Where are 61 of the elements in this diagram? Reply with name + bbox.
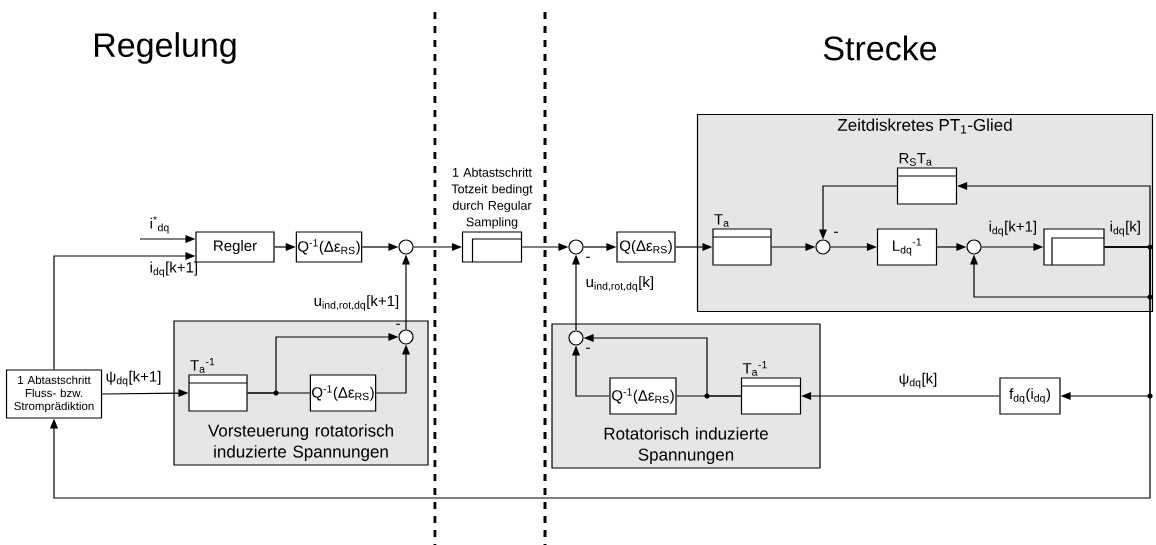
arrow	[801, 392, 1000, 400]
sign-label: -	[586, 256, 590, 258]
arrow	[274, 243, 296, 251]
edge-label: i$_{dq}$[k+1]	[150, 261, 197, 278]
arrow	[521, 243, 569, 251]
summing-circle	[568, 239, 584, 255]
edge-label: ψ$_{dq}$[k]	[899, 372, 937, 389]
edge-label: u$_{ind,rot,dq}$[k]	[586, 276, 653, 292]
arrow	[583, 334, 742, 397]
arrow	[936, 243, 967, 251]
arrow	[101, 389, 189, 397]
delay-block: 1 Abtastschritt Totzeit bedingt durch Regular Sampling	[451, 167, 533, 263]
sign-label: -	[396, 323, 400, 325]
sign-label: -	[834, 231, 838, 233]
block-box: Q(Δε$_{RS}$)	[616, 231, 676, 263]
node-label: T$_{a}$	[714, 214, 729, 227]
summing-circle	[398, 329, 414, 345]
delay-block	[1043, 228, 1105, 266]
arrow	[361, 243, 399, 251]
arrow	[771, 243, 816, 251]
arrow	[402, 254, 410, 330]
node-label: R$_{S}$T$_{a}$	[899, 153, 932, 166]
integrator-block: T$_{a}$	[712, 214, 772, 266]
arrow	[50, 246, 1151, 499]
block-box: Q$^{-1}$(Δε$_{RS}$)	[309, 374, 377, 412]
arrow	[819, 185, 898, 240]
arrow	[375, 344, 410, 394]
integrator-block: T$_{a}$-1	[188, 358, 248, 412]
arrow	[675, 243, 713, 251]
arrow	[572, 345, 610, 397]
block-box: Q$^{-1}$(Δε$_{RS}$)	[609, 377, 677, 415]
arrow	[53, 252, 196, 370]
summing-circle	[398, 239, 414, 255]
edge-label: u$_{ind,rot,dq}$[k+1]	[314, 295, 399, 311]
page-title: Strecke	[823, 35, 937, 61]
node-label: 1 Abtastschritt Totzeit bedingt durch Regular Sampling	[451, 167, 533, 229]
summing-circle	[815, 239, 831, 255]
block-box: f$_{dq}$(i$_{dq}$)	[999, 377, 1061, 415]
integrator-block: R$_{S}$T$_{a}$	[896, 153, 958, 205]
page-title: Regelung	[95, 32, 236, 64]
block-box: Q$^{-1}$(Δε$_{RS}$)	[295, 231, 363, 263]
integrator-block: T$_{a}$-1	[740, 361, 802, 415]
arrow	[981, 243, 1044, 251]
arrow	[572, 254, 580, 331]
edge-label: i$^{*}$dq	[150, 216, 169, 234]
node-label: T$_{a}$-1	[742, 361, 767, 376]
arrow	[139, 235, 196, 243]
process-box: 1 Abtastschritt Fluss- bzw. Stromprädiktion	[5, 369, 103, 419]
block-box: L$_{dq}$-1	[876, 228, 938, 266]
arrow	[247, 333, 399, 394]
node-label: T$_{a}$-1	[190, 358, 215, 373]
edge-label: ψ$_{dq}$[k+1]	[106, 370, 161, 387]
summing-circle	[966, 239, 982, 255]
edge-label: i$_{dq}$[k+1]	[989, 220, 1036, 237]
arrow	[583, 243, 617, 251]
summing-circle	[568, 330, 584, 346]
arrow	[413, 243, 462, 251]
arrow	[957, 182, 1151, 248]
signal-label: i$_{dq}$[k]	[1110, 220, 1140, 237]
arrow	[830, 243, 877, 251]
sign-label: -	[586, 347, 590, 349]
